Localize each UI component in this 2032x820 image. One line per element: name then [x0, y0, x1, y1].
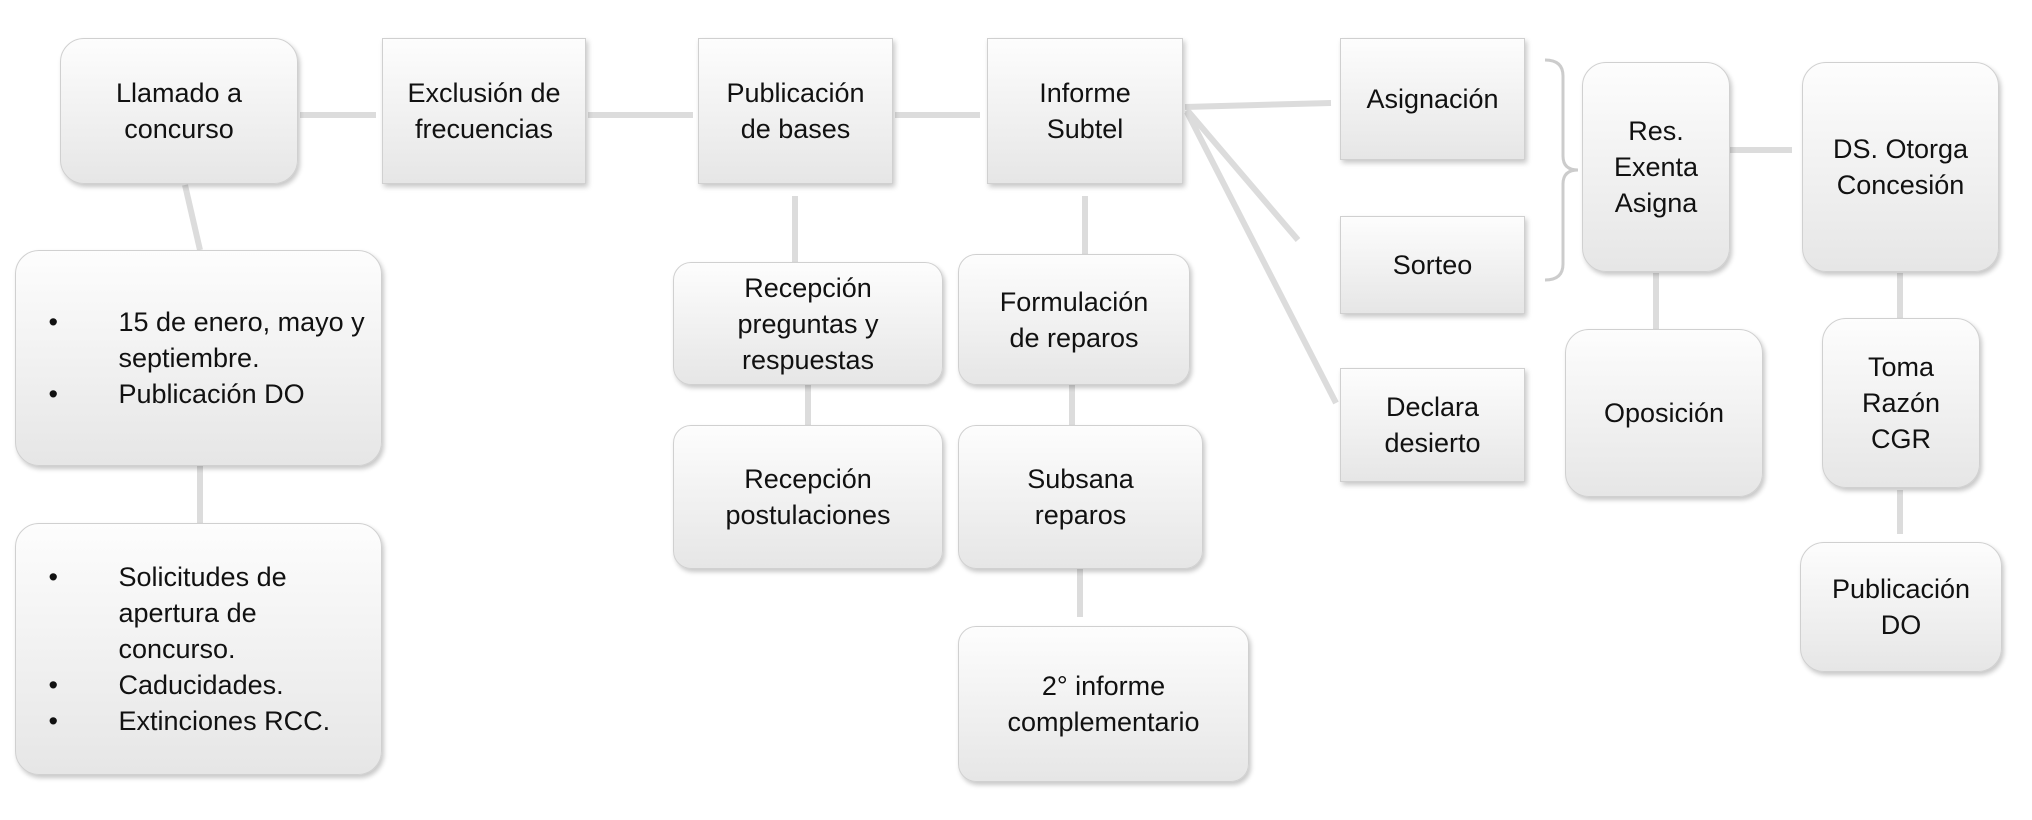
node-toma-razon-cgr: Toma Razón CGR [1822, 318, 1980, 488]
arrow-informe-to-asignacion [1184, 100, 1332, 110]
node-label: Res. Exenta Asigna [1613, 116, 1699, 218]
bullet-item: 15 de enero, mayo y septiembre. [49, 304, 379, 376]
bullet-list-solicitudes: Solicitudes de apertura de concurso. Cad… [19, 559, 379, 739]
node-segundo-informe: 2° informe complementario [958, 626, 1249, 782]
node-label: Toma Razón CGR [1861, 352, 1941, 454]
node-label: Exclusión de frecuencias [407, 78, 561, 144]
node-label: Informe Subtel [1039, 78, 1131, 144]
node-label: Oposición [1603, 398, 1725, 428]
node-subsana-reparos: Subsana reparos [958, 425, 1203, 569]
bullet-item: Caducidades. [49, 667, 379, 703]
bullet-item: Solicitudes de apertura de concurso. [49, 559, 379, 667]
node-res-exenta-asigna: Res. Exenta Asigna [1582, 62, 1730, 272]
node-recepcion-postulaciones: Recepción postulaciones [673, 425, 943, 569]
bullet-item: Extinciones RCC. [49, 703, 379, 739]
node-sorteo: Sorteo [1340, 216, 1525, 314]
node-label: Subsana reparos [1027, 464, 1134, 530]
node-label: Recepción preguntas y respuestas [737, 272, 879, 375]
node-label: Sorteo [1392, 250, 1473, 280]
node-exclusion-de-frecuencias: Exclusión de frecuencias [382, 38, 586, 184]
node-label: Recepción postulaciones [725, 464, 891, 530]
node-formulacion-reparos: Formulación de reparos [958, 254, 1190, 385]
node-llamado-a-concurso: Llamado a concurso [60, 38, 298, 184]
node-publicacion-de-bases: Publicación de bases [698, 38, 893, 184]
node-recepcion-preguntas: Recepción preguntas y respuestas [673, 262, 943, 385]
bullet-list-fechas: 15 de enero, mayo y septiembre. Publicac… [19, 304, 379, 412]
brace-asignacion-sorteo [1544, 58, 1579, 282]
node-solicitudes: Solicitudes de apertura de concurso. Cad… [15, 523, 382, 775]
node-asignacion: Asignación [1340, 38, 1525, 160]
node-label: Publicación de bases [726, 78, 865, 144]
node-informe-subtel: Informe Subtel [987, 38, 1183, 184]
node-label: Formulación de reparos [999, 286, 1149, 353]
node-label: 2° informe complementario [1007, 671, 1200, 737]
arrow-informe-to-sorteo [1184, 108, 1301, 242]
node-label: DS. Otorga Concesión [1832, 134, 1969, 200]
node-label: Asignación [1366, 84, 1499, 114]
arrow-informe-to-desierto [1184, 110, 1339, 405]
node-ds-otorga-concesion: DS. Otorga Concesión [1802, 62, 1999, 272]
node-oposicion: Oposición [1565, 329, 1763, 497]
bullet-item: Publicación DO [49, 376, 379, 412]
node-declara-desierto: Declara desierto [1340, 368, 1525, 482]
node-fechas-llamado: 15 de enero, mayo y septiembre. Publicac… [15, 250, 382, 466]
node-label: Llamado a concurso [115, 78, 243, 144]
link-llamado-fechas [182, 184, 203, 251]
node-label: Declara desierto [1384, 392, 1481, 458]
node-publicacion-do: Publicación DO [1800, 542, 2002, 672]
node-label: Publicación DO [1831, 574, 1971, 640]
